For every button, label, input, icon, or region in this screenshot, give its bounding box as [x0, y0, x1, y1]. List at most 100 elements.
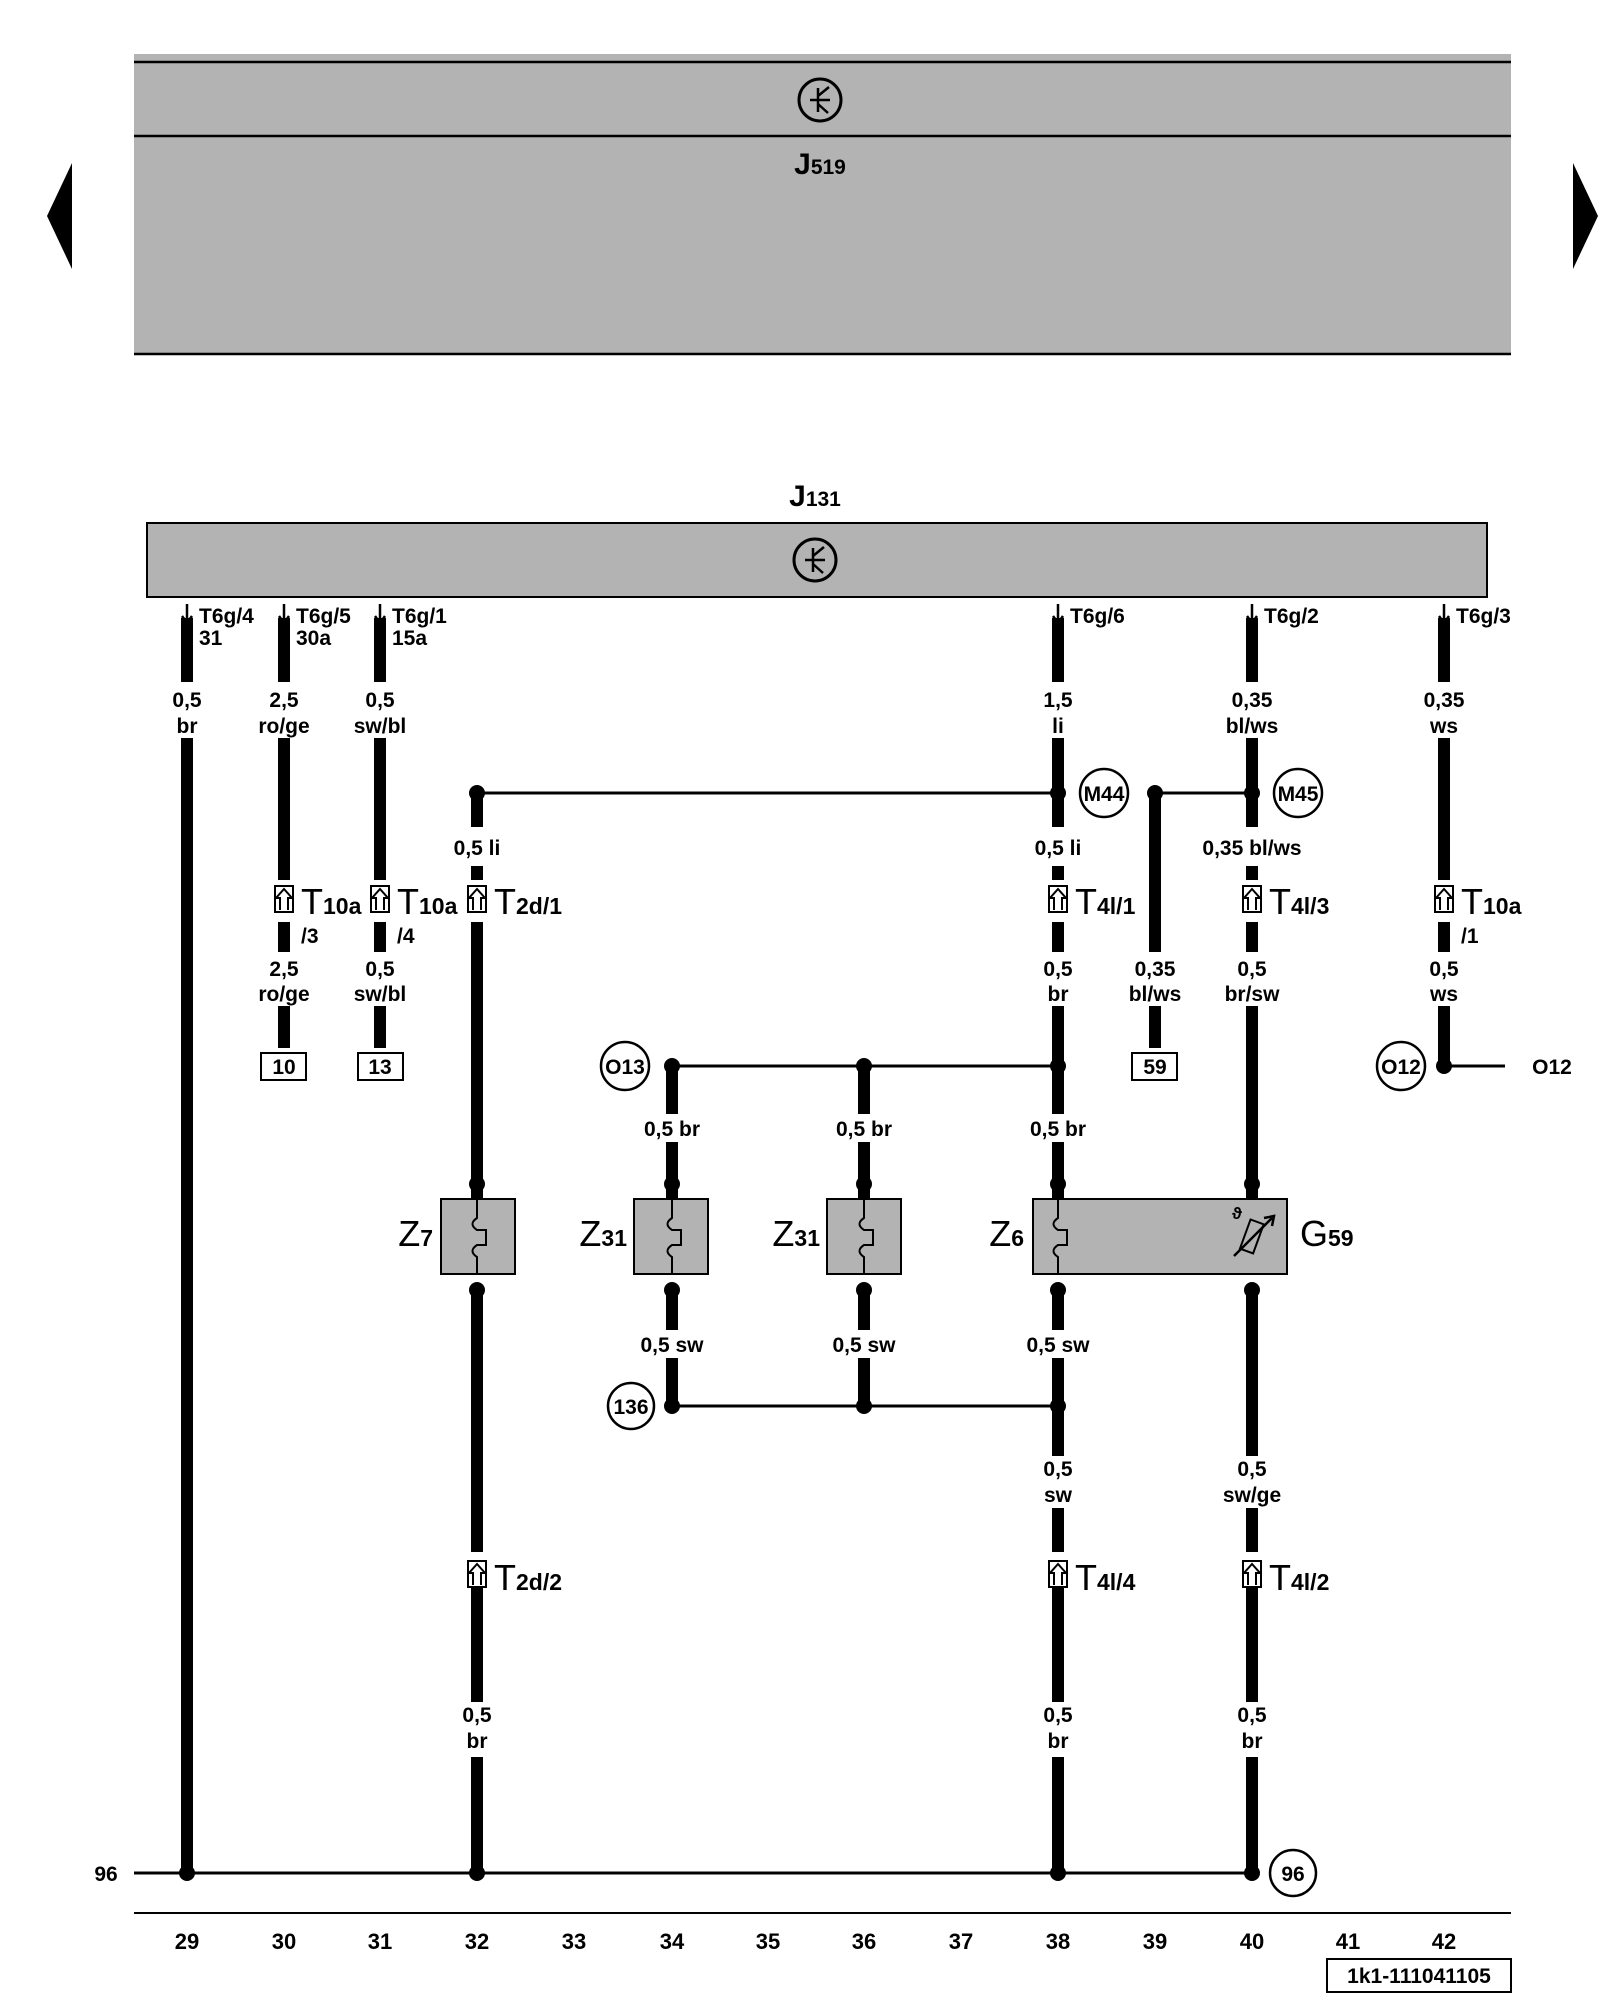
wire-size: 1,5: [1043, 689, 1073, 712]
wire-label: 0,5 br: [836, 1118, 892, 1141]
wire-label: 0,5 li: [1035, 837, 1082, 860]
wire-color: sw/ge: [1223, 1484, 1281, 1507]
svg-text:34: 34: [660, 1929, 685, 1954]
wire-size: 2,5: [269, 689, 299, 712]
wire-size: 0,5: [462, 1704, 492, 1727]
wire-label: 0,5 sw: [832, 1334, 896, 1357]
ground-96-ref: 96: [94, 1863, 117, 1886]
svg-text:38: 38: [1046, 1929, 1070, 1954]
wire-color: ro/ge: [258, 715, 309, 738]
left-arrow-icon[interactable]: [47, 163, 72, 269]
wire-size: 0,5: [1237, 1458, 1267, 1481]
connector-t4l-3: T4l/3: [1269, 881, 1329, 922]
wire-color: ws: [1429, 983, 1458, 1006]
svg-text:36: 36: [852, 1929, 876, 1954]
wire-label: 0,5 sw: [1026, 1334, 1090, 1357]
splice-o12: O12: [1381, 1056, 1421, 1079]
connector-icon: [1048, 885, 1068, 913]
connector-icon: [1048, 1560, 1068, 1588]
connector-pin: /1: [1461, 925, 1479, 948]
wire-color: ro/ge: [258, 983, 309, 1006]
wire-color: br: [1048, 983, 1069, 1006]
ref-59: 59: [1143, 1056, 1166, 1079]
pin-function: 30a: [296, 627, 331, 650]
connector-icon: [274, 885, 294, 913]
ref-13: 13: [368, 1056, 391, 1079]
component-z31-1: Z31: [579, 1198, 709, 1275]
connector-t4l-2: T4l/2: [1269, 1557, 1329, 1598]
wire-size: 0,5: [1237, 1704, 1267, 1727]
transistor-icon: [792, 537, 838, 583]
wire-label: 0,5 li: [454, 837, 501, 860]
wire-label: 0,5 br: [644, 1118, 700, 1141]
wire-color: sw/bl: [354, 715, 407, 738]
z31-label: Z31: [579, 1213, 627, 1254]
pin-function: 31: [199, 627, 223, 650]
wire-size: 0,5: [1429, 958, 1459, 981]
svg-text:33: 33: [562, 1929, 586, 1954]
footer-code-box: [1326, 1958, 1512, 1993]
wire-size: 2,5: [269, 958, 299, 981]
connector-icon: [1434, 885, 1454, 913]
column-numbers: 29 30 31 32 33 34 35 36 37 38 39 40 41 4…: [175, 1929, 1456, 1954]
svg-text:29: 29: [175, 1929, 199, 1954]
pin-label: T6g/5: [296, 605, 351, 628]
connector-icon: [1242, 885, 1262, 913]
wire-label: 0,5 sw: [640, 1334, 704, 1357]
component-z6-g59: ϑ Z6 G59: [989, 1198, 1354, 1275]
pin-label: T6g/1: [392, 605, 447, 628]
wire-color: sw: [1044, 1484, 1073, 1507]
z6-label: Z6: [989, 1213, 1024, 1254]
wire-labels: 0,5 br 2,5 ro/ge 0,5 sw/bl 1,5 li 0,35 b…: [172, 689, 1464, 1753]
svg-text:31: 31: [368, 1929, 392, 1954]
connector-labels: T10a /3 T10a /4 T2d/1 T4l/1 T4l/3 T10a /…: [301, 881, 1522, 1598]
o12-reference: O12: [1532, 1056, 1572, 1079]
z31-label: Z31: [772, 1213, 820, 1254]
reference-boxes: 10 13 59: [260, 1052, 1178, 1081]
connector-t10a-1: T10a: [1461, 881, 1522, 922]
wire-color: br: [1242, 1730, 1263, 1753]
z7-label: Z7: [398, 1213, 433, 1254]
svg-text:40: 40: [1240, 1929, 1264, 1954]
svg-text:32: 32: [465, 1929, 489, 1954]
wire-color: bl/ws: [1129, 983, 1182, 1006]
component-z7: Z7: [398, 1198, 516, 1275]
wire-size: 0,35: [1424, 689, 1465, 712]
wire-size: 0,5: [1043, 1704, 1073, 1727]
wire-color: br/sw: [1225, 983, 1281, 1006]
svg-text:35: 35: [756, 1929, 780, 1954]
svg-text:42: 42: [1432, 1929, 1456, 1954]
connector-t10a-3: T10a: [301, 881, 362, 922]
j131-label: J131: [789, 480, 841, 513]
thermistor-icon: [1233, 1214, 1276, 1257]
right-arrow-icon[interactable]: [1573, 163, 1598, 269]
wire-size: 0,5: [172, 689, 202, 712]
svg-text:37: 37: [949, 1929, 973, 1954]
connector-icon: [370, 885, 390, 913]
splice-circles: M44 M45 O13 O12 O12 136 96 96: [94, 767, 1572, 1898]
wire-size: 0,5: [365, 689, 395, 712]
connector-t4l-4: T4l/4: [1075, 1557, 1136, 1598]
wire-label: 0,5 br: [1030, 1118, 1086, 1141]
wire-size: 0,35: [1232, 689, 1273, 712]
diagram-code: 1k1-111041105: [1347, 1965, 1491, 1988]
connector-icon: [467, 1560, 487, 1588]
wire-color: br: [467, 1730, 488, 1753]
wire-color: li: [1052, 715, 1064, 738]
connector-pin: /3: [301, 925, 319, 948]
wire-size: 0,35: [1135, 958, 1176, 981]
pin-label: T6g/2: [1264, 605, 1319, 628]
svg-text:41: 41: [1336, 1929, 1360, 1954]
wire-color: br: [177, 715, 198, 738]
wire-label: 0,35 bl/ws: [1202, 837, 1301, 860]
junction-dots: [179, 785, 1452, 1881]
transistor-icon: [797, 77, 843, 123]
pin-label: T6g/3: [1456, 605, 1511, 628]
connector-icon: [1242, 1560, 1262, 1588]
wire-size: 0,5: [1237, 958, 1267, 981]
wire-color: ws: [1429, 715, 1458, 738]
splice-o13: O13: [605, 1056, 645, 1079]
wire-size: 0,5: [1043, 958, 1073, 981]
g59-label: G59: [1300, 1213, 1354, 1254]
wire-color: sw/bl: [354, 983, 407, 1006]
